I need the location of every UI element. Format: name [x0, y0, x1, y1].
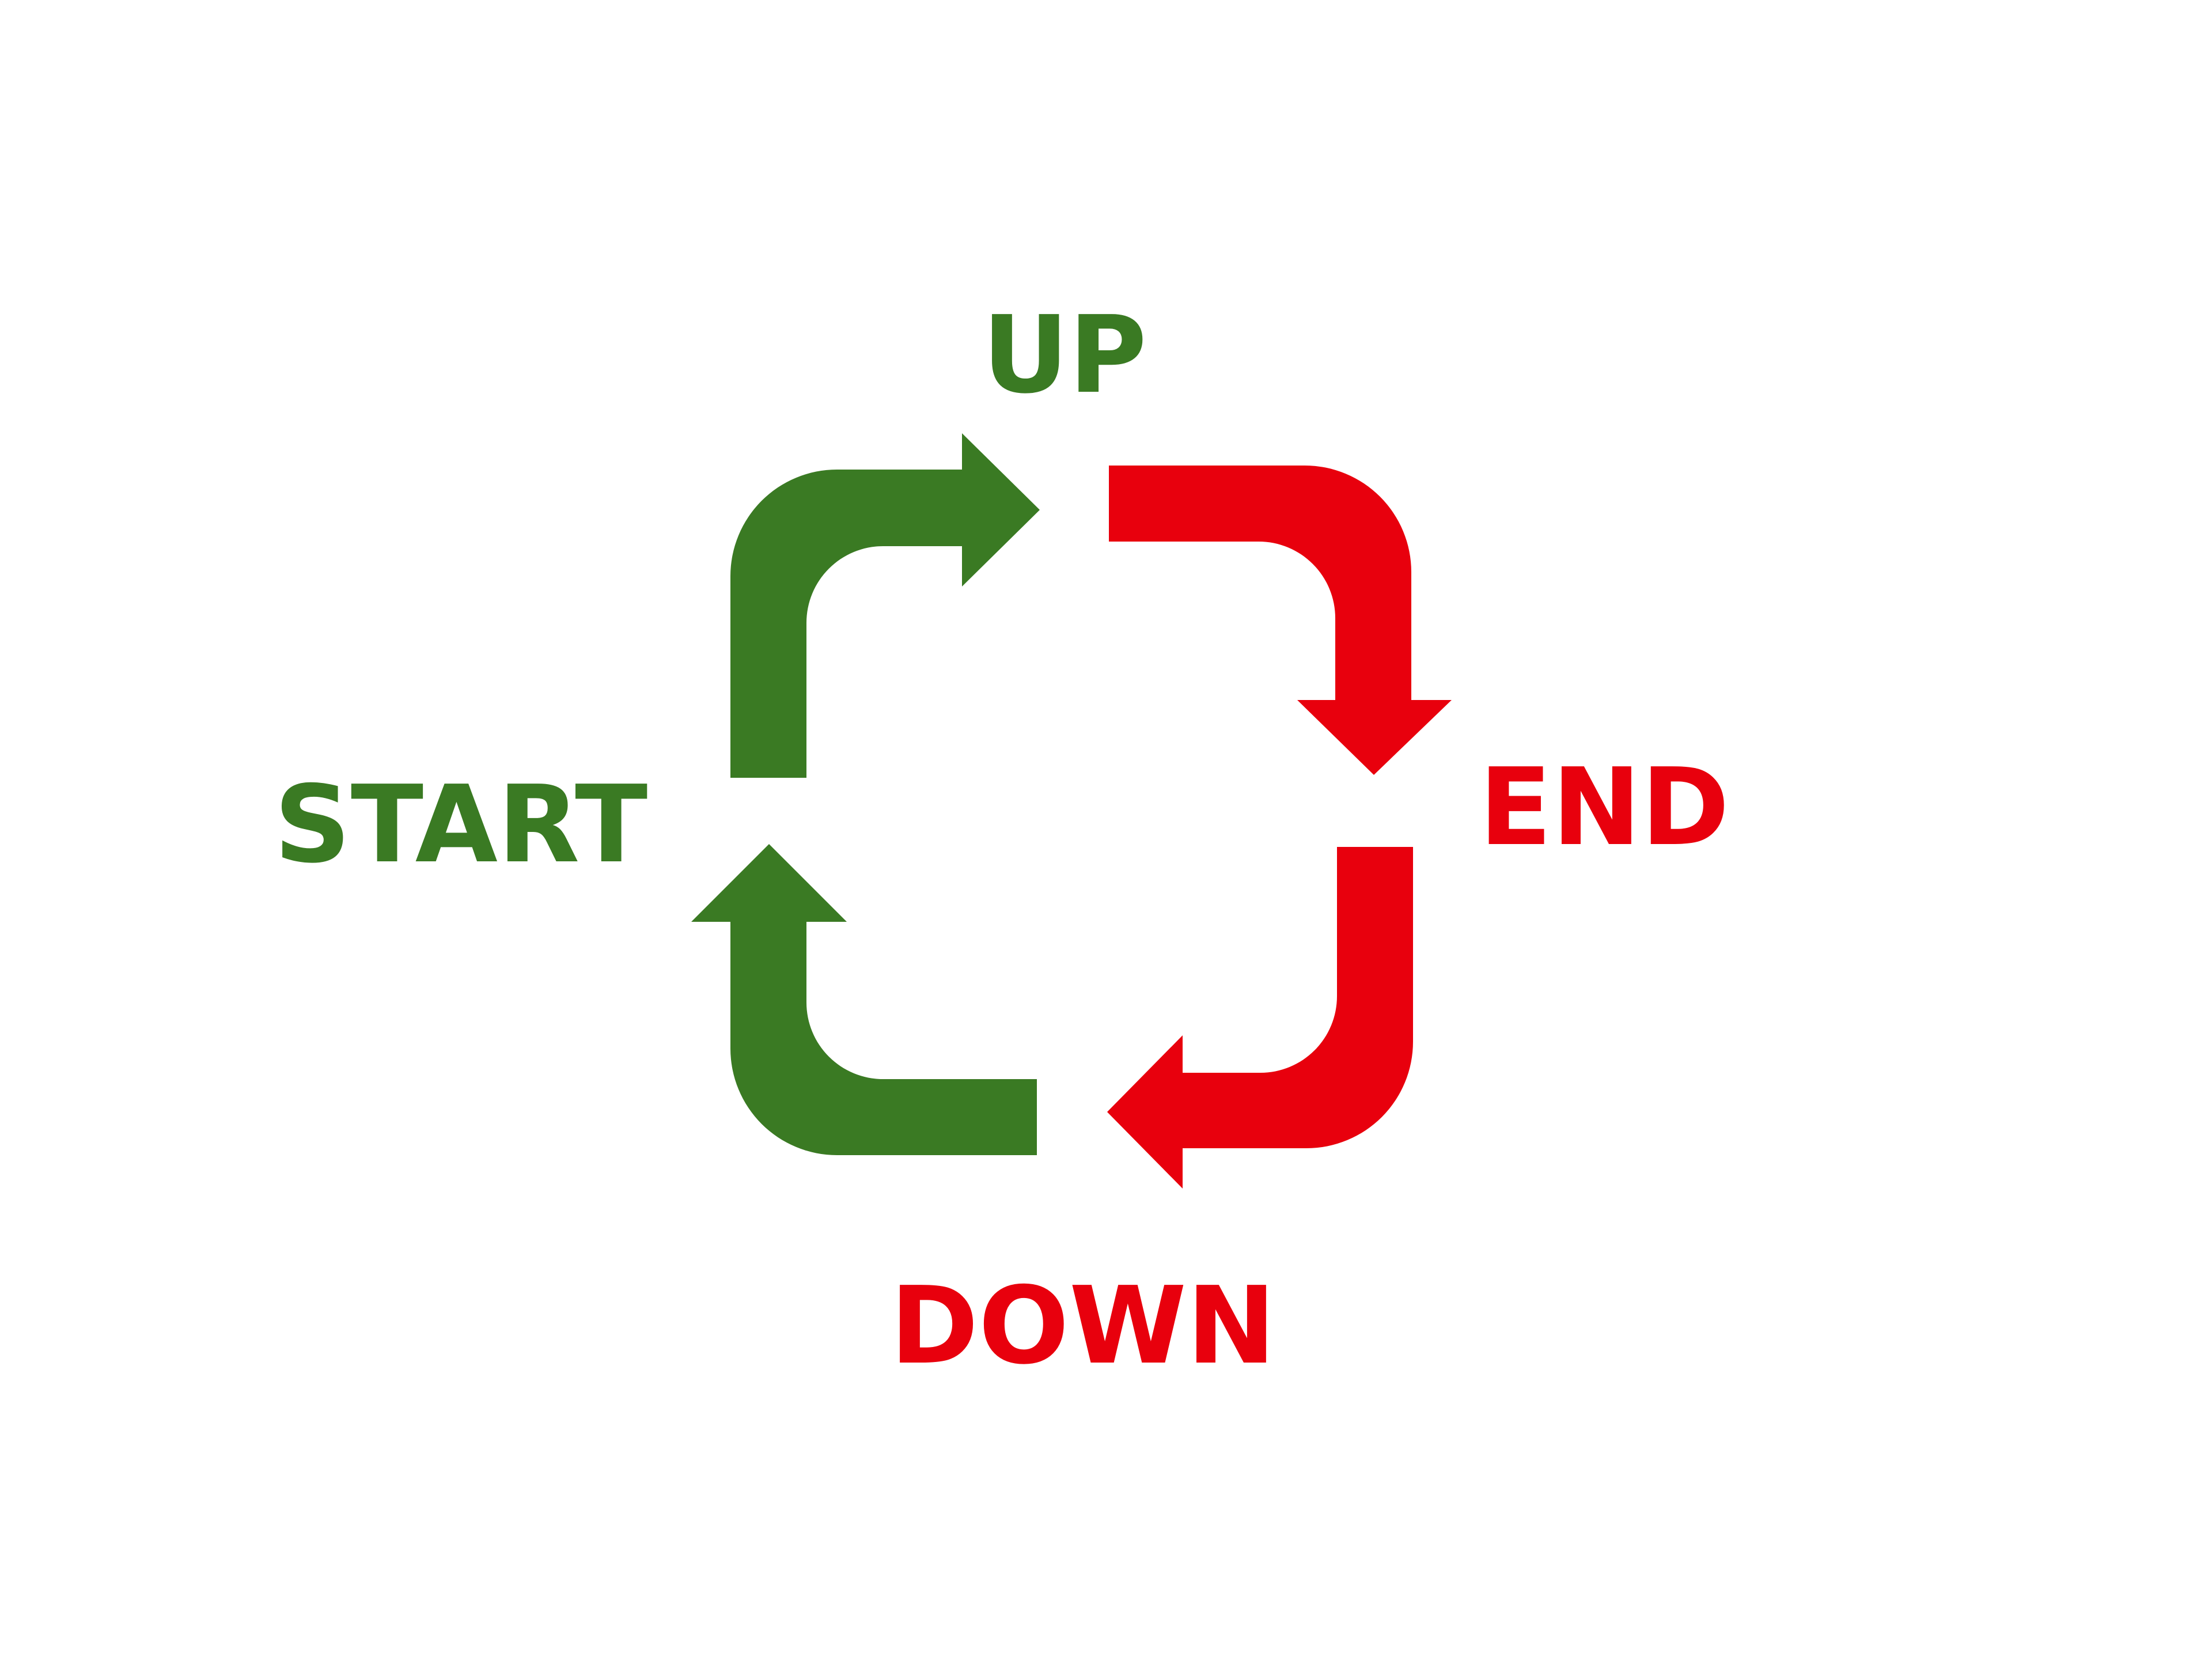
down-label: DOWN	[890, 1263, 1276, 1388]
down-to-start-arrow	[691, 844, 1037, 1155]
up-label: UP	[982, 293, 1147, 417]
end-label: END	[1479, 745, 1730, 869]
start-label: START	[274, 762, 648, 887]
up-to-end-arrow	[1109, 466, 1452, 775]
end-to-down-arrow	[1107, 847, 1413, 1189]
start-to-up-arrow	[730, 433, 1040, 778]
